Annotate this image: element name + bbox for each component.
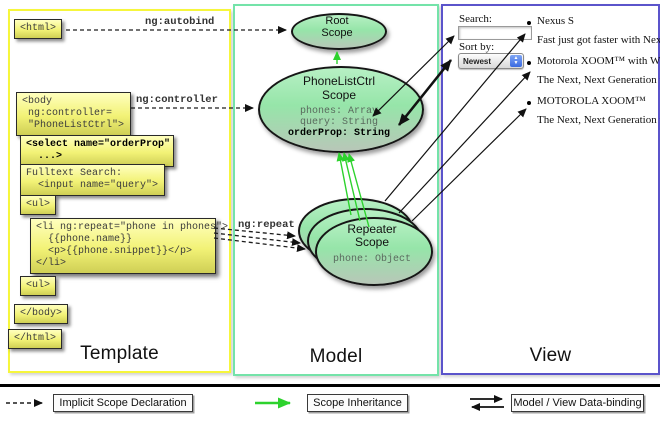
ng-repeat-label: ng:repeat [238,219,295,231]
repeater-prop-phone: phone: Object [332,254,411,265]
phone-item-title: Motorola XOOM™ with Wi-Fi [537,55,660,67]
code-body-close: </body> [14,304,69,324]
repeater-title-1: Repeater [347,222,397,236]
bullet-icon [527,61,531,65]
code-ul-close: <ul> [20,276,57,296]
root-scope-title-2: Scope [321,27,353,39]
phone-item-desc: Fast just got faster with Nexus S. [537,34,660,46]
bullet-icon [527,21,531,25]
search-label: Search: [459,13,492,25]
root-scope-title-1: Root [325,15,349,27]
sort-dropdown[interactable]: Newest ▲▼ [458,53,524,69]
bullet-icon [527,101,531,105]
search-input[interactable] [458,26,532,40]
code-select: <select name="orderProp" ...> [20,135,174,167]
phonelistctrl-prop-phones: phones: Array [299,106,378,117]
repeater-scope-ellipse-front [315,217,433,286]
legend-data-binding-box: Model / View Data-binding [511,394,644,412]
phone-item-title: Nexus S [537,15,574,27]
legend-double-arrow-icon [470,395,504,411]
root-scope-ellipse [291,13,387,50]
sort-dropdown-value: Newest [463,56,492,66]
model-panel: Model [233,4,439,376]
code-body-open: <body ng:controller= "PhoneListCtrl"> [16,92,131,136]
phonelistctrl-title-1: PhoneListCtrl [302,74,376,88]
phonelistctrl-prop-query: query: String [299,117,378,128]
phone-item-desc: The Next, Next Generation tablet. [537,74,660,86]
template-panel-label: Template [80,343,159,364]
phone-item-title: MOTOROLA XOOM™ [537,95,646,107]
phonelistctrl-title-2: Scope [321,88,357,102]
sort-by-label: Sort by: [459,41,495,53]
model-panel-label: Model [309,346,363,367]
code-li-repeat: <li ng:repeat="phone in phones"> {{phone… [30,218,228,274]
ng-autobind-label: ng:autobind [145,16,215,28]
legend-scope-inheritance-box: Scope Inheritance [307,394,408,412]
code-fulltext-search: Fulltext Search: <input name="query"> [20,164,165,196]
dropdown-stepper-icon: ▲▼ [510,55,522,67]
code-html-close: </html> [8,329,63,349]
code-ul-open: <ul> [20,195,57,215]
ng-controller-label: ng:controller [136,94,218,106]
view-panel-label: View [529,345,572,366]
phonelistctrl-prop-orderprop: orderProp: String [287,128,391,139]
repeater-title-2: Scope [354,235,390,249]
phone-item-desc: The Next, Next Generation tablet. [537,114,660,126]
code-html-open: <html> [14,19,63,39]
legend-implicit-scope-box: Implicit Scope Declaration [53,394,193,412]
